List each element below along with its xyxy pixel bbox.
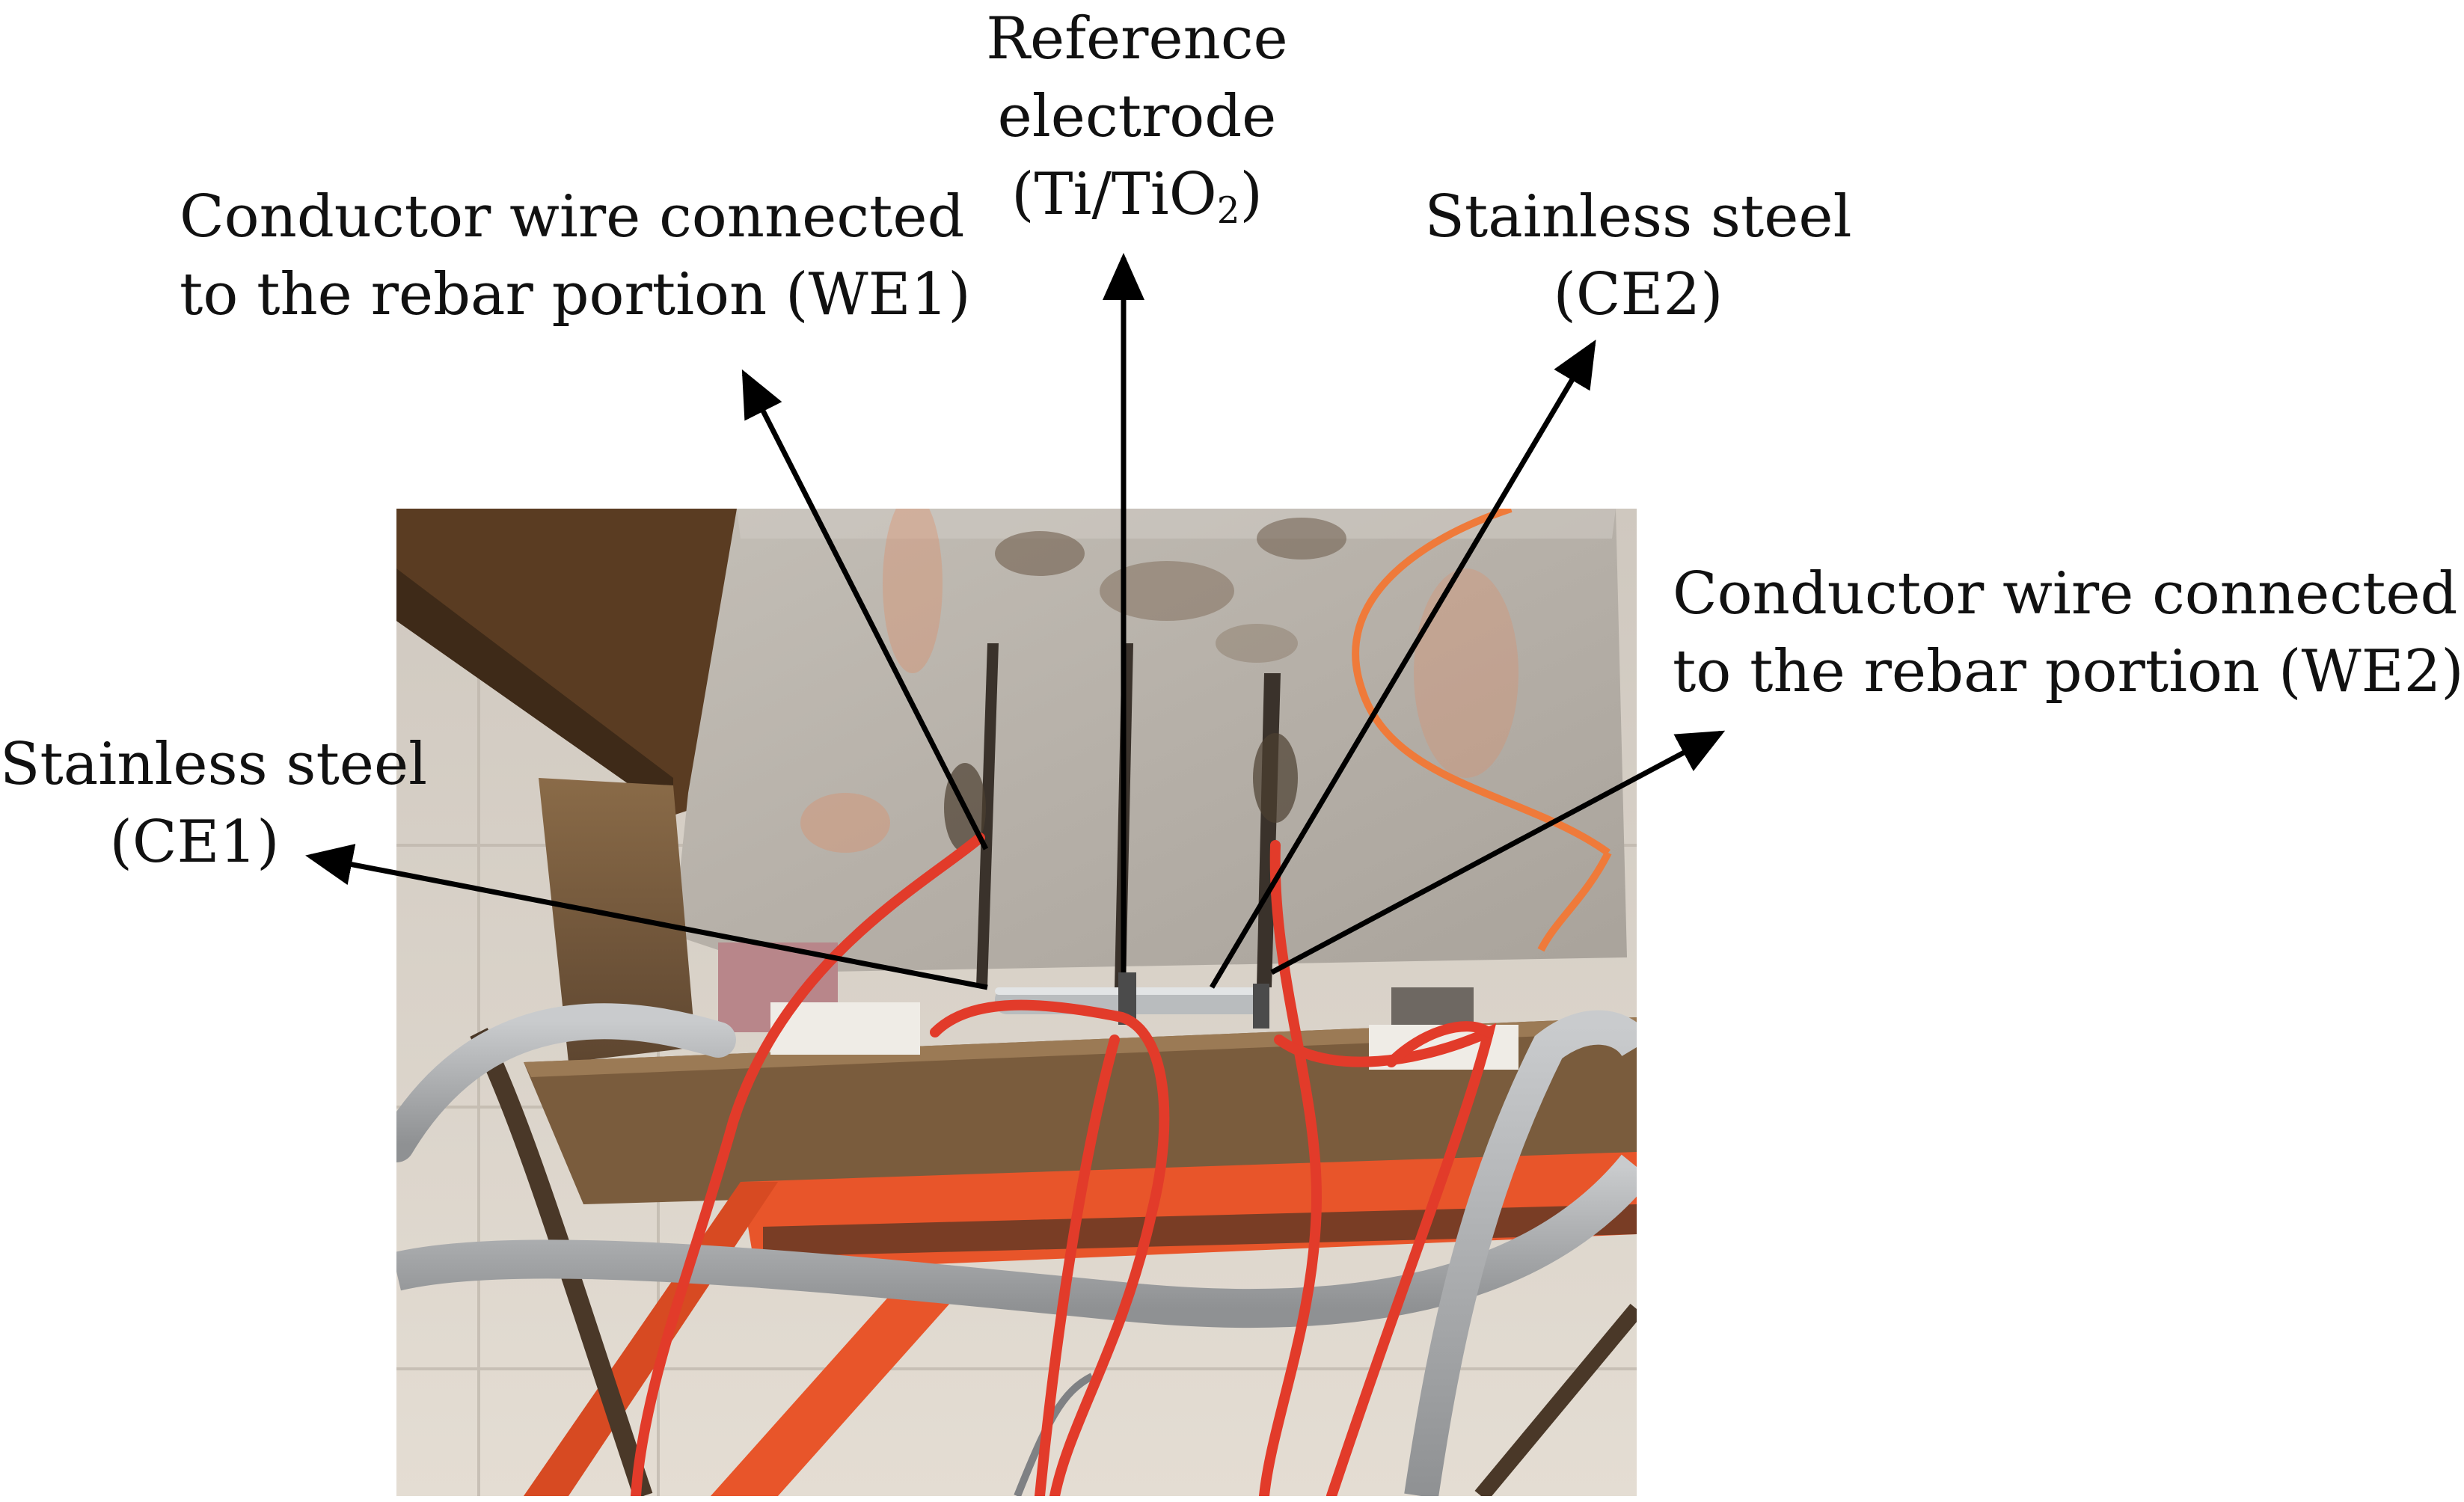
label-reference-line3: (Ti/TiO2) xyxy=(1011,161,1263,233)
label-ce2-line2: (CE2) xyxy=(1553,261,1723,328)
label-reference-line2: electrode xyxy=(997,83,1277,150)
label-we1-line2: to the rebar portion (WE1) xyxy=(180,261,971,328)
label-we1-line1: Conductor wire connected xyxy=(180,183,965,251)
label-ce1: Stainless steel (CE1) xyxy=(0,726,428,881)
label-ce2: Stainless steel (CE2) xyxy=(1421,178,1855,334)
label-reference-electrode: Reference electrode (Ti/TiO2) xyxy=(965,0,1309,233)
label-we2-line2: to the rebar portion (WE2) xyxy=(1673,638,2464,705)
label-we1: Conductor wire connected to the rebar po… xyxy=(180,178,971,334)
annotation-arrows xyxy=(305,253,1726,990)
label-we2: Conductor wire connected to the rebar po… xyxy=(1673,555,2464,711)
photo-scene xyxy=(396,509,1637,1496)
arrow-ce2 xyxy=(1209,339,1596,989)
label-ce1-line1: Stainless steel xyxy=(0,731,428,798)
arrow-we1 xyxy=(741,369,989,850)
label-reference-line1: Reference xyxy=(986,5,1288,73)
label-we2-line1: Conductor wire connected xyxy=(1673,560,2458,628)
label-ce1-line2: (CE1) xyxy=(109,809,280,876)
arrow-we2 xyxy=(1270,730,1726,975)
label-ce2-line1: Stainless steel xyxy=(1424,183,1852,251)
photo-concrete-specimen xyxy=(305,253,1726,1496)
arrow-ce1 xyxy=(305,844,988,990)
